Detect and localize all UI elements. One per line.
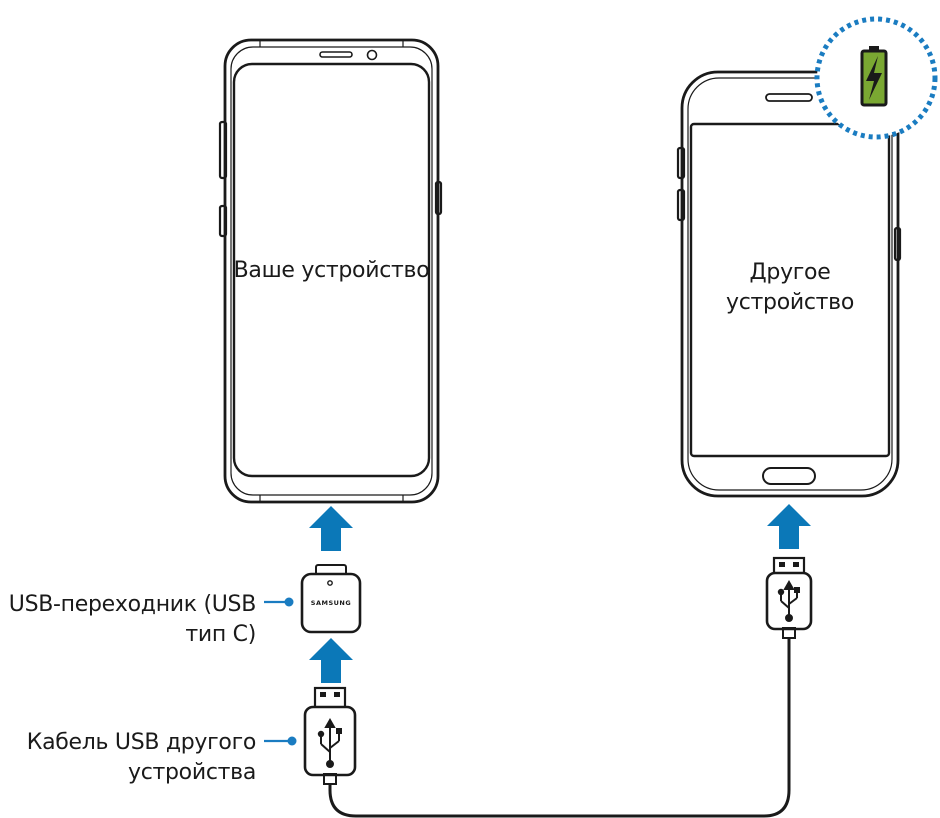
earpiece-speaker xyxy=(765,93,813,102)
your-device-screen xyxy=(232,62,431,478)
your-device-phone xyxy=(218,38,443,504)
other-device-label-line2: устройство xyxy=(726,290,854,315)
usb-cable xyxy=(328,638,791,818)
cable-label-line1: Кабель USB другого xyxy=(26,730,257,755)
home-button xyxy=(762,467,816,485)
arrow-up-icon xyxy=(309,638,353,683)
arrow-up-icon xyxy=(309,506,353,551)
usb-type-c-adapter: SAMSUNG xyxy=(300,564,362,634)
arrow-up-icon xyxy=(767,504,811,549)
adapter-label-line1: USB-переходник (USB xyxy=(8,592,257,617)
usb-symbol-icon xyxy=(317,717,342,768)
cable-label-line2: устройства xyxy=(127,760,256,785)
other-device-screen xyxy=(689,122,891,458)
earpiece-speaker xyxy=(319,51,353,58)
other-device-phone xyxy=(676,70,902,498)
your-device-label: Ваше устройство xyxy=(233,258,430,283)
battery-charging-icon xyxy=(814,16,938,140)
adapter-label-line2: тип C) xyxy=(185,622,256,647)
adapter-brand-label: SAMSUNG xyxy=(311,599,351,607)
front-camera xyxy=(366,49,378,61)
other-device-label-line1: Другое xyxy=(749,260,831,285)
adapter-callout-line xyxy=(264,597,294,607)
cable-callout-line xyxy=(264,736,297,746)
usb-symbol-icon xyxy=(777,579,800,622)
